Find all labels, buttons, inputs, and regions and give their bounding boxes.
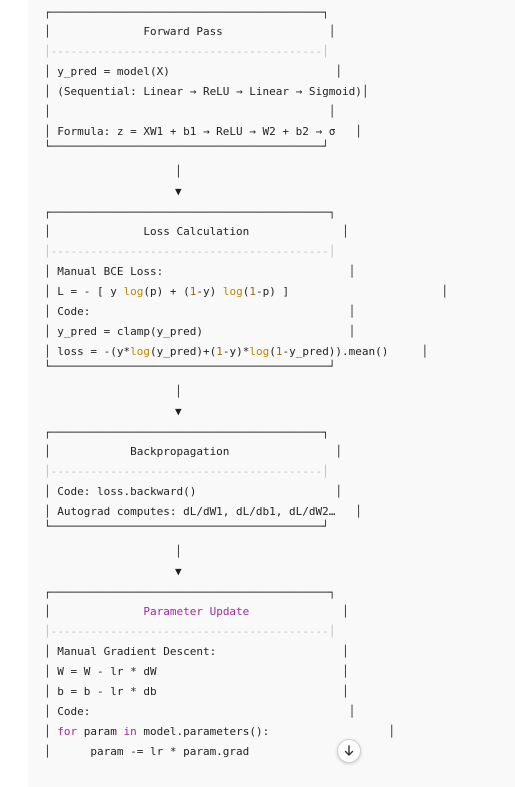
flow-arrow-head-icon: ▼ bbox=[175, 185, 182, 198]
code-line: │ │ bbox=[44, 105, 336, 118]
code-line: │ loss = -(y*log(y_pred)+(1-y)*log(1-y_p… bbox=[44, 345, 429, 358]
code-line: │ (Sequential: Linear → ReLU → Linear → … bbox=[44, 85, 369, 98]
box-top-border: ┌───────────────────────────────────────… bbox=[44, 206, 336, 219]
box-top-border: ┌───────────────────────────────────────… bbox=[44, 6, 329, 19]
code-line: │ Autograd computes: dL/dW1, dL/db1, dL/… bbox=[44, 505, 362, 518]
code-output-panel bbox=[28, 0, 515, 787]
code-line: │ W = W - lr * dW │ bbox=[44, 665, 349, 678]
code-line: │ Manual Gradient Descent: │ bbox=[44, 645, 349, 658]
formula-line: │ Formula: z = XW1 + b1 → ReLU → W2 + b2… bbox=[44, 125, 362, 138]
code-line: │ Manual BCE Loss: │ bbox=[44, 265, 356, 278]
code-line: │ Code: loss.backward() │ bbox=[44, 485, 343, 498]
parameter-update-title-line: │ Parameter Update │ bbox=[44, 605, 349, 618]
code-line: │ param -= lr * param.grad │ bbox=[44, 745, 356, 758]
code-line: │ b = b - lr * db │ bbox=[44, 685, 349, 698]
flow-arrow-head-icon: ▼ bbox=[175, 565, 182, 578]
flow-arrow-stem: │ bbox=[175, 385, 182, 398]
code-line: │ for param in model.parameters(): │ bbox=[44, 725, 396, 738]
scroll-to-bottom-button[interactable] bbox=[337, 739, 361, 763]
code-line: │ Code: │ bbox=[44, 705, 356, 718]
box-top-border: ┌───────────────────────────────────────… bbox=[44, 426, 329, 439]
box-bottom-border: └───────────────────────────────────────… bbox=[44, 520, 329, 533]
flow-arrow-stem: │ bbox=[175, 165, 182, 178]
box-separator: │---------------------------------------… bbox=[44, 465, 329, 478]
flow-arrow-stem: │ bbox=[175, 545, 182, 558]
box-top-border: ┌───────────────────────────────────────… bbox=[44, 586, 336, 599]
code-line: │ Code: │ bbox=[44, 305, 356, 318]
box-bottom-border: └───────────────────────────────────────… bbox=[44, 140, 329, 153]
flow-arrow-head-icon: ▼ bbox=[175, 405, 182, 418]
code-line: │ y_pred = model(X) │ bbox=[44, 65, 343, 78]
code-line: │ y_pred = clamp(y_pred) │ bbox=[44, 325, 356, 338]
forward-pass-title: │ Forward Pass │ bbox=[44, 25, 336, 38]
backpropagation-title: │ Backpropagation │ bbox=[44, 445, 343, 458]
box-bottom-border: └───────────────────────────────────────… bbox=[44, 360, 336, 373]
arrow-down-icon bbox=[344, 745, 354, 756]
box-separator: │---------------------------------------… bbox=[44, 245, 336, 258]
box-separator: │---------------------------------------… bbox=[44, 625, 336, 638]
loss-calculation-title: │ Loss Calculation │ bbox=[44, 225, 349, 238]
formula-line: │ L = - [ y log(p) + (1-y) log(1-p) ] │ bbox=[44, 285, 449, 298]
parameter-update-title: Parameter Update bbox=[143, 605, 250, 618]
box-separator: │---------------------------------------… bbox=[44, 45, 329, 58]
